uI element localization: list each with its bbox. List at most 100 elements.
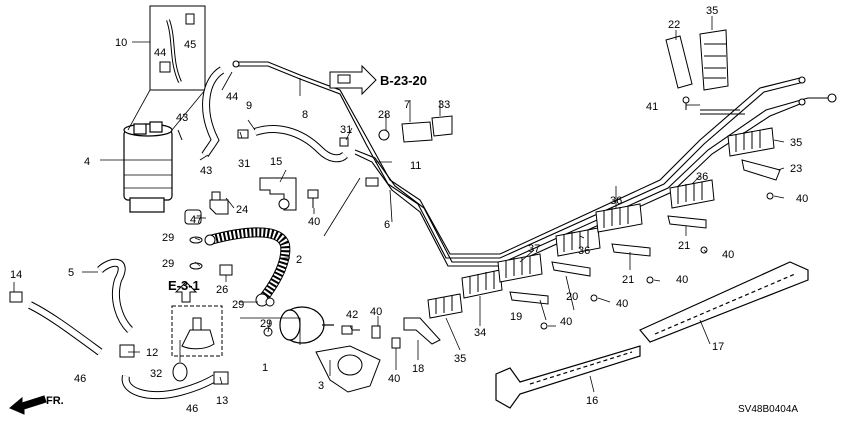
callout-21-a: 21	[622, 274, 634, 286]
hose-5	[97, 258, 133, 333]
callout-34: 34	[474, 327, 486, 339]
callout-37: 37	[528, 243, 540, 255]
callout-31-b: 31	[340, 124, 352, 136]
callout-15: 15	[270, 156, 282, 168]
callout-31-a: 31	[238, 158, 250, 170]
callout-33: 33	[438, 99, 450, 111]
callout-36-c: 36	[696, 171, 708, 183]
hose-kit-box	[127, 5, 206, 131]
callout-5: 5	[68, 267, 74, 279]
callout-47: 47	[190, 214, 202, 226]
clamp-37	[497, 253, 543, 283]
clip-24	[209, 191, 229, 215]
callout-28: 28	[378, 109, 390, 121]
callout-36-a: 36	[578, 245, 590, 257]
callout-35-c: 35	[790, 137, 802, 149]
callout-10: 10	[115, 37, 127, 49]
callout-40-c: 40	[616, 298, 628, 310]
callout-20: 20	[566, 291, 578, 303]
callout-40-d: 40	[676, 274, 688, 286]
callout-40-a: 40	[388, 373, 400, 385]
detail-box	[171, 281, 223, 357]
fuel-filter	[279, 306, 334, 344]
callout-29-b: 29	[162, 258, 174, 270]
clamp-36-c	[669, 179, 715, 209]
canister	[123, 121, 173, 213]
callout-18: 18	[412, 363, 424, 375]
callout-43-a: 43	[176, 112, 188, 124]
callout-22: 23	[790, 163, 802, 175]
bracket-22	[741, 159, 781, 181]
hose-46	[121, 374, 218, 400]
callout-42: 43	[200, 165, 212, 177]
ref-label-e3-1: E-3-1	[168, 278, 200, 293]
callout-14: 14	[10, 269, 22, 281]
callout-46: 46	[186, 403, 198, 415]
callout-19: 19	[510, 311, 522, 323]
bracket-3	[315, 345, 381, 393]
callout-35-a: 35	[454, 353, 466, 365]
rail-17	[639, 261, 809, 343]
bracket-18	[403, 317, 441, 345]
connector-12	[119, 344, 135, 358]
callout-8: 8	[302, 109, 308, 121]
bolt-38	[307, 189, 319, 208]
clamp-36-b	[595, 203, 643, 233]
callout-17: 17	[712, 341, 724, 353]
callout-40-g: 40	[796, 193, 808, 205]
callout-29-a: 29	[162, 232, 174, 244]
hose-9	[253, 125, 348, 163]
callout-44-b: 45	[184, 39, 196, 51]
callout-13: 13	[216, 395, 228, 407]
washers-29	[189, 236, 275, 337]
callout-3: 3	[318, 380, 324, 392]
ref-label-b23-20: B-23-20	[380, 73, 427, 88]
callout-26: 26	[216, 284, 228, 296]
callout-2: 2	[296, 254, 302, 266]
clamp-36-a	[555, 227, 601, 257]
rail-16	[495, 345, 641, 409]
bolt-26	[219, 264, 233, 276]
callout-45: 46	[74, 373, 86, 385]
callout-41: 42	[346, 309, 358, 321]
ref-arrow-b23	[329, 64, 377, 96]
callout-11: 11	[410, 160, 421, 172]
callout-7: 7	[404, 99, 410, 111]
hose-45	[28, 301, 103, 356]
brackets-19-21	[509, 215, 707, 305]
callout-12: 12	[146, 347, 158, 359]
callout-4: 4	[84, 156, 90, 168]
hose-2	[204, 227, 291, 307]
callout-1: 1	[262, 362, 268, 374]
hose-42	[201, 66, 225, 158]
callout-38: 40	[308, 216, 320, 228]
small-bolts	[341, 325, 401, 349]
callout-35-b: 35	[706, 5, 718, 17]
callout-labels: 4 10 44 45 43 44 43 31 9 8 31 28 7 33 11…	[10, 5, 808, 415]
front-arrow	[9, 395, 47, 415]
clamp-35-top	[699, 29, 729, 91]
callout-29-c: 29	[232, 299, 244, 311]
clamp-47	[184, 209, 202, 225]
connector-14	[9, 291, 23, 303]
clamp-34	[461, 269, 503, 299]
diagram-code: SV48B0404A	[738, 404, 798, 415]
front-label: FR.	[46, 395, 64, 407]
callout-43-b: 44	[226, 91, 238, 103]
callout-24: 24	[236, 204, 248, 216]
callout-9: 9	[246, 100, 252, 112]
callout-32: 32	[150, 368, 162, 380]
callout-40-e: 40	[722, 249, 734, 261]
callout-6: 6	[384, 219, 390, 231]
callout-40-f: 41	[646, 101, 658, 113]
leader-lines	[13, 16, 785, 393]
callout-23: 22	[668, 19, 680, 31]
callout-44-a: 44	[154, 47, 166, 59]
callout-29-d: 29	[260, 318, 272, 330]
bracket-15	[259, 177, 297, 211]
clip-13	[213, 371, 229, 385]
callout-36-b: 36	[610, 195, 622, 207]
bracket-23	[665, 35, 693, 89]
